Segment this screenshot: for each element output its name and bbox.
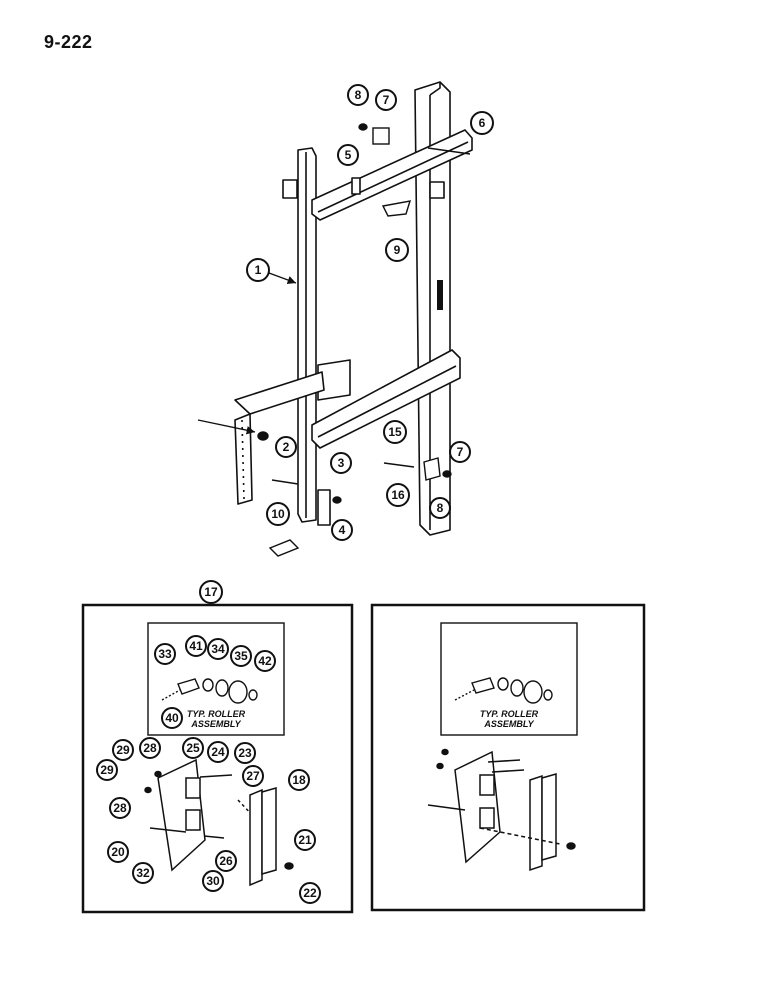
left-bracket-assembly (144, 758, 294, 887)
callout-27: 27 (246, 769, 260, 783)
callout-20: 20 (111, 845, 125, 859)
main-hardware (197, 123, 471, 557)
callout-2: 2 (283, 440, 290, 454)
right-bracket-assembly (427, 748, 576, 872)
callout-15: 15 (388, 425, 402, 439)
right-detail-panel (370, 603, 646, 912)
inset-caption-right-line2: ASSEMBLY (483, 719, 534, 729)
left-panel-callouts: 17 18 20 21 22 23 24 25 26 27 28 28 29 2… (96, 580, 321, 904)
left-roller-inset (147, 622, 285, 736)
callout-26: 26 (219, 854, 233, 868)
callout-40: 40 (165, 711, 179, 725)
page-number: 9-222 (44, 32, 93, 52)
main-callouts: 1 2 3 4 5 6 7 7 8 8 9 10 15 16 (246, 84, 494, 541)
callout-17: 17 (204, 585, 218, 599)
callout-33: 33 (158, 647, 172, 661)
callout-7-lower: 7 (457, 445, 464, 459)
inset-caption-left-line1: TYP. ROLLER (187, 709, 246, 719)
callout-16: 16 (391, 488, 405, 502)
callout-8-top: 8 (355, 88, 362, 102)
callout-29-b: 29 (100, 763, 114, 777)
callout-41: 41 (189, 639, 203, 653)
callout-25: 25 (186, 741, 200, 755)
callout-4: 4 (339, 523, 346, 537)
callout-6: 6 (479, 116, 486, 130)
right-roller-assembly (454, 677, 553, 704)
callout-7-top: 7 (383, 93, 390, 107)
callout-3: 3 (338, 456, 345, 470)
callout-32: 32 (136, 866, 150, 880)
callout-24: 24 (211, 745, 225, 759)
left-detail-panel (81, 603, 354, 914)
callout-1: 1 (255, 263, 262, 277)
callout-35: 35 (234, 649, 248, 663)
callout-28-b: 28 (113, 801, 127, 815)
callout-42: 42 (258, 654, 272, 668)
callout-21: 21 (298, 833, 312, 847)
callout-9: 9 (394, 243, 401, 257)
callout-23: 23 (238, 746, 252, 760)
callout-5: 5 (345, 148, 352, 162)
frame-assembly (234, 81, 473, 536)
callout-30: 30 (206, 874, 220, 888)
callout-18: 18 (292, 773, 306, 787)
left-roller-assembly (161, 678, 258, 704)
right-roller-inset (440, 622, 578, 736)
callout-34: 34 (211, 642, 225, 656)
inset-caption-right-line1: TYP. ROLLER (480, 709, 539, 719)
callout-29-a: 29 (116, 743, 130, 757)
inset-caption-left-line2: ASSEMBLY (190, 719, 241, 729)
callout-8-lower: 8 (437, 501, 444, 515)
callout-28-a: 28 (143, 741, 157, 755)
callout-10: 10 (271, 507, 285, 521)
callout-22: 22 (303, 886, 317, 900)
